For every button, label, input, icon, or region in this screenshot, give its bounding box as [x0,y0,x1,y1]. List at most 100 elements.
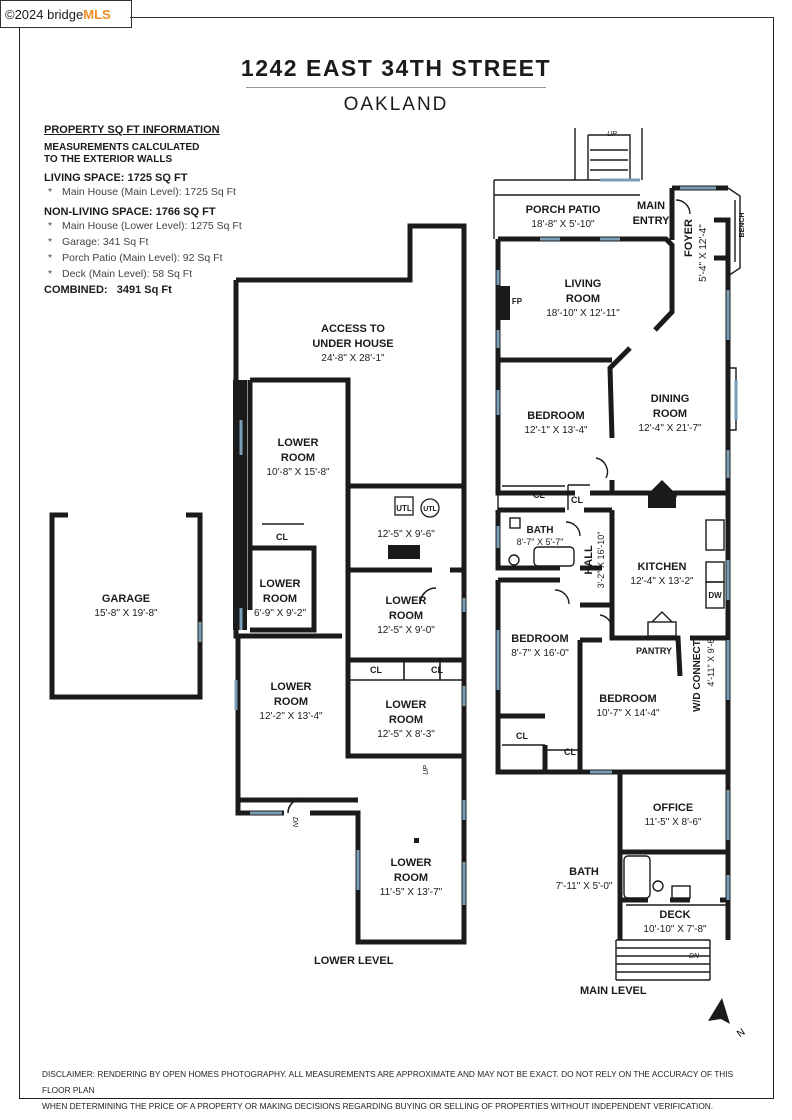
brand-rule [130,17,774,18]
wd-name: W/D CONNECT [692,640,703,712]
bedroom2-dim: 8'-7" X 16'-0" [511,648,569,659]
brand-mls: MLS [83,7,111,22]
north-arrow-icon: N [708,998,747,1040]
bedroom3-dim: 10'-7" X 14'-4" [596,708,660,719]
main-entry-name-2: ENTRY [633,215,671,227]
office-dim: 11'-5" X 8'-6" [645,817,702,828]
bath1-dim: 8'-7" X 5'-7" [517,537,564,547]
lower-fireplace-wall [233,380,247,630]
disclaimer-line-2: WHEN DETERMINING THE PRICE OF A PROPERTY… [42,1101,714,1111]
lower2-name-2: ROOM [263,593,297,605]
porch-name: PORCH PATIO [526,204,601,216]
hall-dim: 3'-2" X 16'-10" [596,532,606,589]
lower-windows [234,420,466,905]
nonliving-item: *Deck (Main Level): 58 Sq Ft [48,268,193,280]
stair-down-label: DN [291,817,298,828]
closet-label: CL [516,731,528,741]
lower1-dim: 10'-8" X 15'-8" [266,467,330,478]
porch-dim: 18'-8" X 5'-10" [531,219,595,230]
nonliving-item: *Porch Patio (Main Level): 92 Sq Ft [48,252,223,264]
north-label: N [735,1027,747,1040]
nonliving-item: *Garage: 341 Sq Ft [48,236,149,248]
closet-label: CL [431,665,443,675]
dishwasher-label: DW [708,591,722,600]
utl-label-2: UTL [423,506,437,513]
living-heading: LIVING SPACE: 1725 SQ FT [44,172,188,184]
pantry-name: PANTRY [636,646,672,656]
sqft-note-2: TO THE EXTERIOR WALLS [44,154,173,165]
sqft-heading: PROPERTY SQ FT INFORMATION [44,124,220,136]
access-name-2: UNDER HOUSE [312,338,393,350]
lower-stair-block [388,545,420,559]
hall-name: HALL [583,545,595,575]
lower3-name-2: ROOM [389,610,423,622]
closet-label: CL [533,490,545,500]
foyer-dim: 5'-4" X 12'-4" [698,224,709,282]
lower4-name-2: ROOM [274,696,308,708]
lower1-name-2: ROOM [281,452,315,464]
main-windows [496,178,738,900]
deck-dim: 10'-10" X 7'-8" [643,924,707,935]
living-name-1: LIVING [565,278,602,290]
bench-label: BENCH [739,213,746,238]
stair-up-label: UP [423,765,430,775]
combined-total: COMBINED: 3491 Sq Ft [44,284,172,296]
lower-level-label: LOWER LEVEL [314,955,394,967]
porch-stairs-up: UP [607,131,617,138]
lower6-name-2: ROOM [394,872,428,884]
title-divider [246,87,546,88]
bedroom2-name: BEDROOM [511,633,568,645]
lower6-name-1: LOWER [391,857,432,869]
access-dim: 24'-8" X 28'-1" [321,353,385,364]
dining-dim: 12'-4" X 21'-7" [638,423,702,434]
sqft-note-1: MEASUREMENTS CALCULATED [44,142,200,153]
bath2-dim: 7'-11" X 5'-0" [556,881,613,892]
lower5-name-1: LOWER [386,699,427,711]
address-city: OAKLAND [343,94,449,115]
bath1-name: BATH [526,525,553,536]
garage-dim: 15'-8" X 19'-8" [94,608,158,619]
foyer-name: FOYER [683,219,695,257]
closet-label: CL [276,532,288,542]
garage-name: GARAGE [102,593,150,605]
dining-name-1: DINING [651,393,690,405]
utl-dim: 12'-5" X 9'-6" [377,529,435,540]
lower4-dim: 12'-2" X 13'-4" [259,711,323,722]
living-name-2: ROOM [566,293,600,305]
main-entry-name-1: MAIN [637,200,665,212]
nonliving-item: *Main House (Lower Level): 1275 Sq Ft [48,220,242,232]
office-name: OFFICE [653,802,693,814]
living-item: *Main House (Main Level): 1725 Sq Ft [48,186,236,198]
lower5-dim: 12'-5" X 8'-3" [377,729,435,740]
lower3-name-1: LOWER [386,595,427,607]
lower1-name-1: LOWER [278,437,319,449]
address-street: 1242 EAST 34TH STREET [240,55,552,81]
deck-name: DECK [659,909,690,921]
lower-level-thin [262,523,464,814]
kitchen-dim: 12'-4" X 13'-2" [630,576,694,587]
kitchen-fp-label: FP [667,493,678,502]
utl-label-1: UTL [396,504,412,513]
wd-dim: 4'-11" X 9'-6" [706,635,716,686]
main-level-label: MAIN LEVEL [580,985,647,997]
disclaimer-line-1: DISCLAIMER: RENDERING BY OPEN HOMES PHOT… [42,1069,734,1095]
bedroom3-name: BEDROOM [599,693,656,705]
closet-label: CL [571,495,583,505]
brand-copyright: ©2024 bridge [5,7,84,22]
lower4-name-1: LOWER [271,681,312,693]
garage-walls [49,512,203,700]
living-dim: 18'-10" X 12'-11" [546,308,620,319]
deck-stairs-down: DN [689,953,700,960]
closet-label: CL [564,747,576,757]
kitchen-fireplace [648,494,676,508]
lower3-dim: 12'-5" X 9'-0" [377,625,435,636]
lower2-name-1: LOWER [260,578,301,590]
lower6-dim: 11'-5" X 13'-7" [380,887,443,898]
dining-name-2: ROOM [653,408,687,420]
nonliving-heading: NON-LIVING SPACE: 1766 SQ FT [44,206,216,218]
bedroom1-dim: 12'-1" X 13'-4" [524,425,588,436]
lower2-dim: 6'-9" X 9'-2" [254,608,307,619]
bath2-name: BATH [569,866,599,878]
brand-badge: ©2024 bridgeMLS [0,0,132,28]
